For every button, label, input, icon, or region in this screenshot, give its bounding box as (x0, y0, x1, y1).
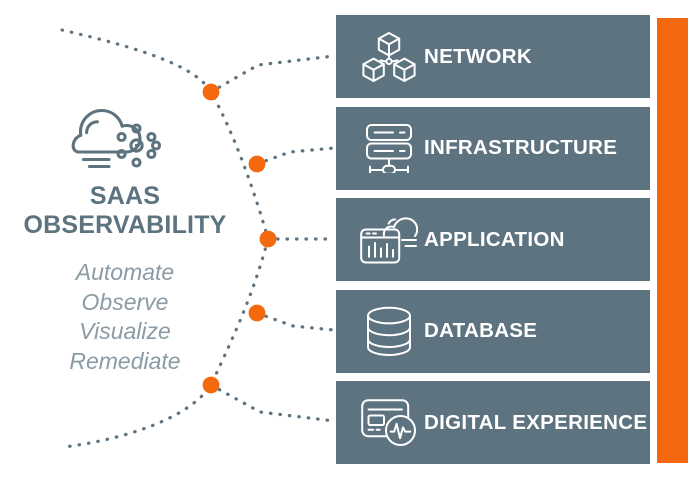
connector-branch-database (255, 311, 336, 332)
page-title: SAAS OBSERVABILITY (0, 182, 250, 240)
accent-strip (657, 18, 688, 463)
tagline-item-1: Observe (81, 288, 169, 315)
pillar-bar-database[interactable]: DATABASE (336, 289, 650, 373)
pillar-label-application: APPLICATION (424, 227, 565, 251)
cloud-observability-icon (68, 100, 172, 176)
brand-panel: SAAS OBSERVABILITY Automate Observe Visu… (0, 0, 250, 480)
connector-node-4 (248, 304, 266, 322)
network-nodes-icon (354, 28, 424, 86)
pillar-label-digital-experience: DIGITAL EXPERIENCE (424, 410, 648, 434)
brand-title-line2: OBSERVABILITY (23, 211, 227, 239)
tagline-item-3: Remediate (69, 347, 181, 374)
tagline-item-2: Visualize (79, 318, 171, 344)
pillar-bar-infrastructure[interactable]: INFRASTRUCTURE (336, 106, 650, 190)
connector-node-3 (259, 230, 277, 248)
dashboard-pulse-icon (354, 394, 424, 452)
tagline-item-0: Automate (75, 259, 175, 285)
connector-node-2 (248, 155, 266, 173)
pillar-label-database: DATABASE (424, 319, 538, 342)
pillar-bar-network[interactable]: NETWORK (336, 15, 650, 98)
pillar-label-network: NETWORK (424, 44, 533, 68)
pillar-bar-list: NETWORK (336, 15, 650, 465)
tagline-list: Automate Observe Visualize Remediate (0, 258, 250, 376)
brand-title-line1: SAAS (89, 182, 161, 210)
server-rack-icon (354, 119, 424, 177)
pillar-label-infrastructure: INFRASTRUCTURE (424, 136, 618, 159)
pillar-bar-digital-experience[interactable]: DIGITAL EXPERIENCE (336, 381, 650, 464)
connector-branch-infrastructure (255, 146, 336, 166)
app-window-chart-cloud-icon (354, 211, 424, 269)
pillar-bar-application[interactable]: APPLICATION (336, 198, 650, 281)
database-cylinder-icon (354, 302, 424, 360)
